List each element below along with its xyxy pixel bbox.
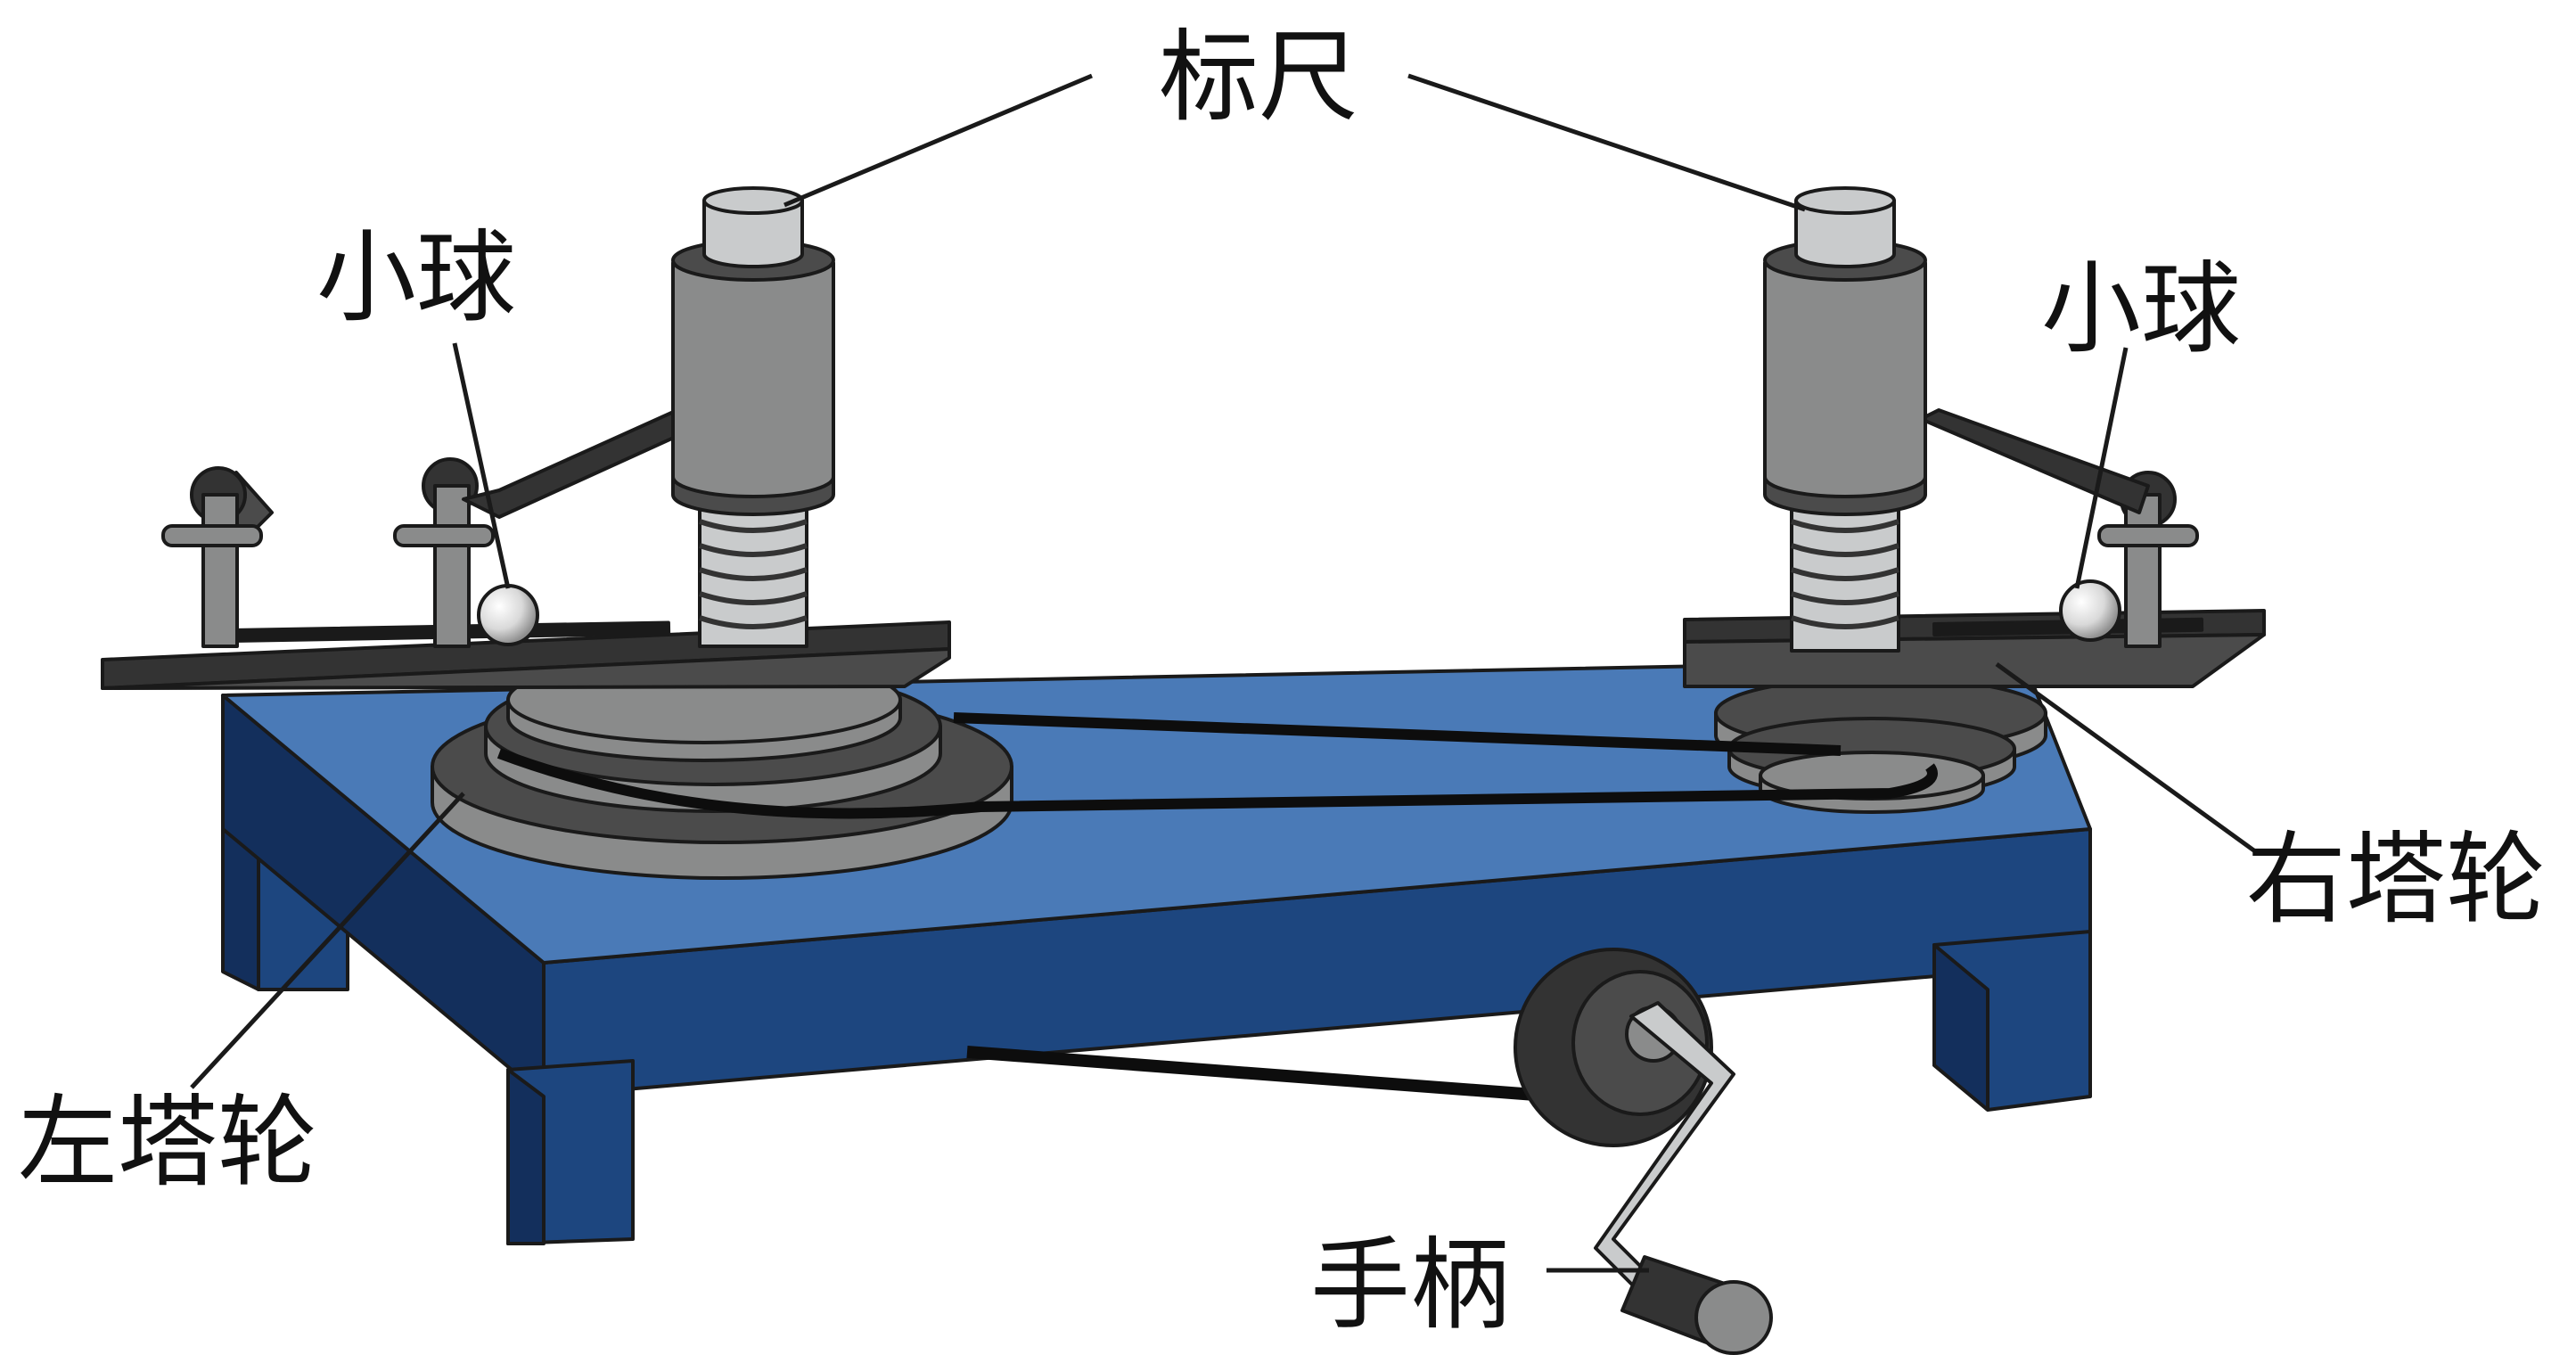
drive-assembly [966,948,1773,1355]
label-handle: 手柄 [1310,1228,1510,1343]
handle-grip [1620,1255,1773,1355]
right-ruler [1794,199,1896,268]
left-ball [477,584,539,646]
left-ruler [702,199,804,268]
label-ball-right: 小球 [2041,251,2241,367]
upper-drive-belt [496,712,1938,819]
left-arm-slider-outer [161,466,274,648]
leader-lines [190,73,2257,1273]
left-rotating-arm [101,408,951,690]
right-ball [2059,579,2121,642]
lower-drive-belt [966,1046,1583,1105]
right-arm-slider [2097,471,2199,648]
label-ball-left: 小球 [316,220,516,336]
label-left-tower-wheel: 左塔轮 [18,1085,317,1201]
right-column [1763,186,1927,653]
left-tower-wheel [431,655,1013,880]
left-column [671,186,835,648]
label-ruler: 标尺 [1159,20,1358,136]
label-right-tower-wheel: 右塔轮 [2246,822,2546,938]
labels: 标尺 小球 小球 右塔轮 左塔轮 手柄 [18,20,2546,1343]
